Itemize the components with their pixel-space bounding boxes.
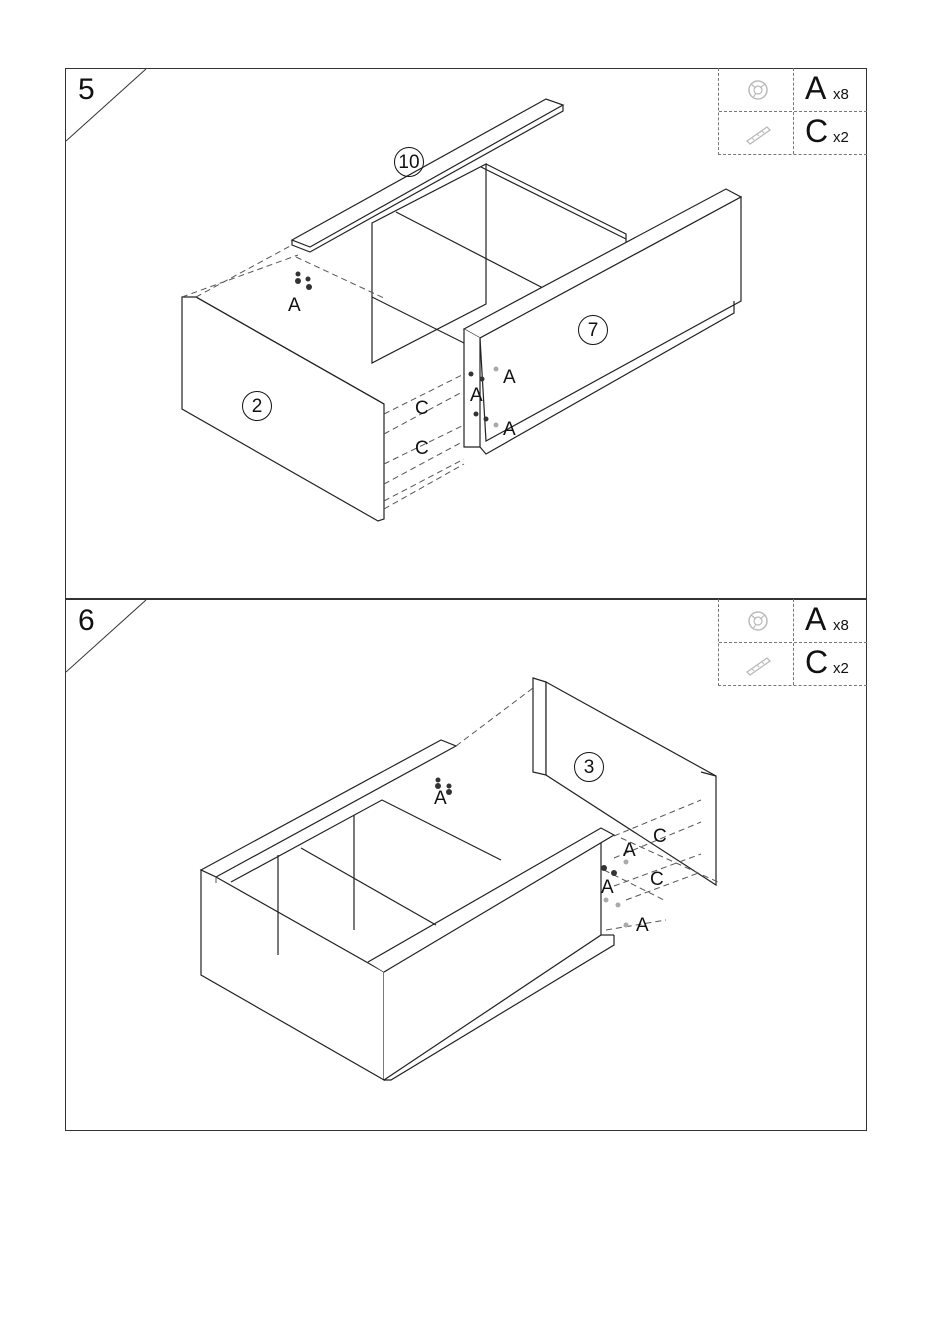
hardware-label-c: C [415, 398, 429, 420]
hardware-label-a: A [470, 385, 483, 407]
hardware-label-a: A [636, 915, 649, 937]
hardware-label-a: A [623, 840, 636, 862]
step-6-panel: 6 A x8 C x2 [65, 599, 867, 1131]
step-5-assembly-drawing [66, 69, 866, 598]
panel-label-7: 7 [578, 315, 608, 345]
step-5-panel: 5 A x8 C x2 [65, 68, 867, 599]
hardware-label-a: A [434, 788, 447, 810]
hardware-label-a: A [601, 877, 614, 899]
hardware-label-c: C [653, 826, 667, 848]
panel-label-2: 2 [242, 391, 272, 421]
step-6-assembly-drawing [66, 600, 866, 1130]
hardware-label-c: C [415, 438, 429, 460]
top-rail [201, 740, 456, 877]
panel-label-3: 3 [574, 752, 604, 782]
panel-label-10: 10 [394, 147, 424, 177]
hardware-label-a: A [288, 295, 301, 317]
cabinet-side-panel [201, 870, 384, 1080]
hardware-label-c: C [650, 869, 664, 891]
hardware-label-a: A [503, 419, 516, 441]
hardware-label-a: A [503, 367, 516, 389]
front-panel-2 [182, 297, 384, 521]
